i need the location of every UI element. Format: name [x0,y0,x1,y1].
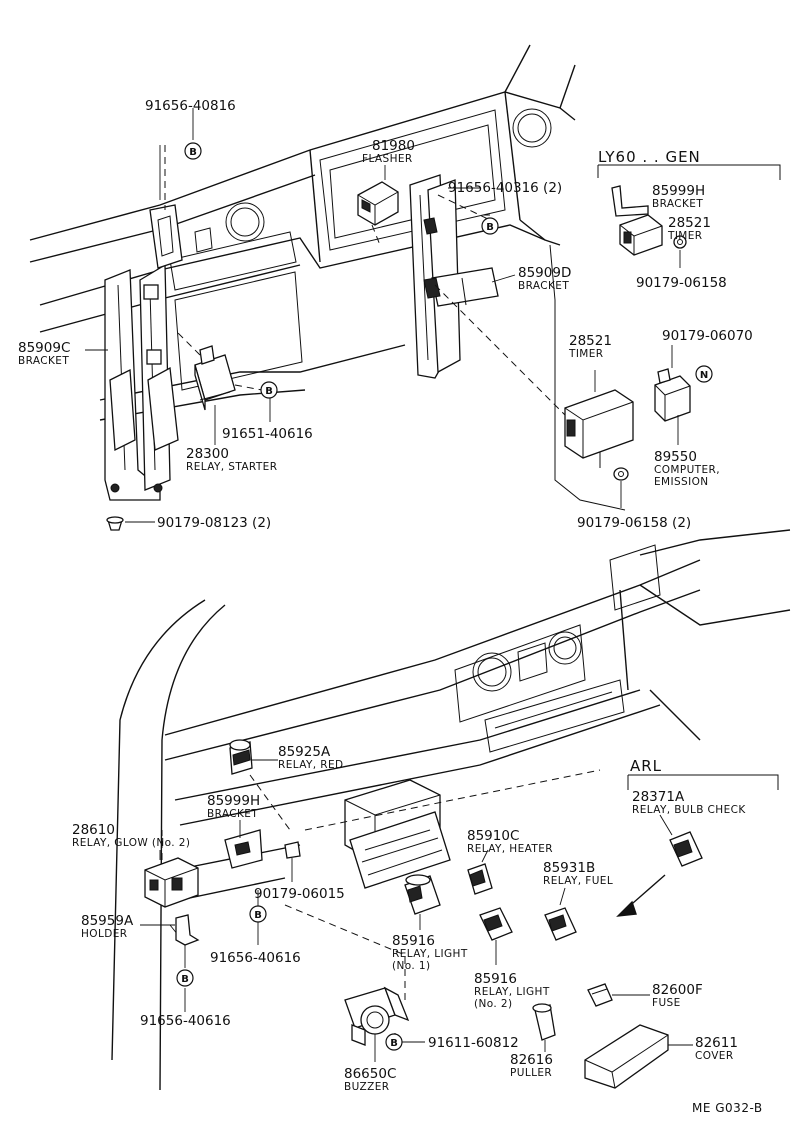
fuse-cover-puller-drawing [532,983,693,1089]
label-28371a-desc: RELAY, BULB CHECK [632,804,746,816]
label-85916-1-desc2: (No. 1) [392,960,430,972]
label-90179-06015: 90179-06015 [254,886,345,902]
label-91611-60812: 91611-60812 [428,1035,519,1051]
label-85931b-pn: 85931B [543,860,595,876]
bracket-85999h-bottom-drawing [224,820,301,882]
label-85925a-pn: 85925A [278,744,331,760]
symbol-b-1: B [184,142,202,160]
svg-text:N: N [700,370,708,381]
symbol-b-3: B [260,381,278,399]
label-28521-top-desc: TIMER [667,230,703,242]
red-relay-85925a-drawing [229,739,291,831]
label-91656-40316: 91656-40316 (2) [448,180,562,196]
label-85909c-pn: 85909C [18,340,70,356]
label-85916-1-desc1: RELAY, LIGHT [392,948,468,960]
label-85916-2-desc1: RELAY, LIGHT [474,986,550,998]
bracket-85909d-drawing [409,174,566,416]
label-90179-06158-2: 90179-06158 (2) [577,515,691,531]
label-89550-pn: 89550 [654,449,697,465]
bracket-85909c-drawing [104,145,183,501]
label-85959a-desc: HOLDER [81,928,127,940]
label-85909d-desc: BRACKET [518,280,569,292]
top-leader-lines [85,108,516,422]
label-89550-desc2: EMISSION [654,476,709,488]
holder-85959a-drawing [140,914,200,946]
label-28521-mid-pn: 28521 [569,333,612,349]
label-28610-desc: RELAY, GLOW (No. 2) [72,837,190,849]
label-85910c-pn: 85910C [467,828,519,844]
label-85909c-desc: BRACKET [18,355,69,367]
label-86650c-pn: 86650C [344,1066,396,1082]
label-82616-pn: 82616 [510,1052,553,1068]
glow-relay-28610-drawing [144,850,199,936]
svg-text:B: B [390,1038,398,1049]
small-relays-drawing [404,814,703,965]
label-81980-desc: FLASHER [362,153,413,165]
group-arl: ARL [630,757,662,775]
label-90179-06158-top: 90179-06158 [636,275,727,291]
flasher-81980-drawing [357,165,399,246]
svg-text:B: B [254,910,262,921]
symbol-b-2: B [481,217,499,235]
relay-block-drawing [344,779,451,889]
svg-text:B: B [181,974,189,985]
label-28300-desc: RELAY, STARTER [186,461,277,473]
label-90179-06070: 90179-06070 [662,328,753,344]
symbol-n: N [695,365,713,383]
label-85910c-desc: RELAY, HEATER [467,843,553,855]
symbol-b-4: B [249,905,267,923]
label-85916-2-pn: 85916 [474,971,517,987]
label-82600f-desc: FUSE [652,997,681,1009]
symbol-b-5: B [176,969,194,987]
label-85959a-pn: 85959A [81,913,134,929]
symbol-b-6: B [385,1033,403,1051]
label-28610-pn: 28610 [72,822,115,838]
figure-reference: ME G032-B [692,1101,763,1115]
label-86650c-desc: BUZZER [344,1081,389,1093]
label-81980-pn: 81980 [372,138,415,154]
label-85909d-pn: 85909D [518,265,571,281]
buzzer-86650c-drawing [284,904,425,1062]
timer-28521-mid-drawing [564,370,634,468]
svg-text:B: B [189,147,197,158]
ly60-gen-drawings [597,164,781,268]
svg-text:B: B [265,386,273,397]
label-89550-desc1: COMPUTER, [654,464,720,476]
label-85916-2-desc2: (No. 2) [474,998,512,1010]
label-28371a-pn: 28371A [632,789,685,805]
label-85999h-top-desc: BRACKET [652,198,703,210]
label-91656-40616-a: 91656-40616 [210,950,301,966]
label-28521-top-pn: 28521 [668,215,711,231]
group-ly60-gen: LY60 . . GEN [598,148,701,166]
label-91656-40816: 91656-40816 [145,98,236,114]
label-82600f-pn: 82600F [652,982,703,998]
label-82611-pn: 82611 [695,1035,738,1051]
label-85925a-desc: RELAY, RED [278,759,344,771]
top-fasteners [106,145,629,531]
computer-89550-drawing [654,345,691,445]
label-85931b-desc: RELAY, FUEL [543,875,613,887]
label-28300-pn: 28300 [186,446,229,462]
starter-relay-28300-drawing [174,329,263,445]
svg-text:B: B [486,222,494,233]
label-91651-40616: 91651-40616 [222,426,313,442]
label-82616-desc: PULLER [510,1067,552,1079]
arl-region-drawing [304,769,779,917]
label-82611-desc: COVER [695,1050,734,1062]
label-85999h-pn: 85999H [207,793,260,809]
label-85916-1-pn: 85916 [392,933,435,949]
label-90179-08123: 90179-08123 (2) [157,515,271,531]
label-91656-40616-b: 91656-40616 [140,1013,231,1029]
label-85999h-desc: BRACKET [207,808,258,820]
label-85999h-top-pn: 85999H [652,183,705,199]
bottom-leader-lines [161,830,259,1012]
label-28521-mid-desc: TIMER [568,348,604,360]
